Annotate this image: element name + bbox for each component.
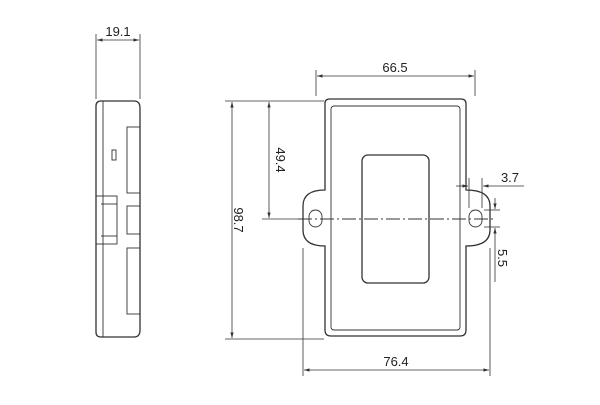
dim-body-width: 66.5	[315, 60, 476, 96]
dim-mount-width-label: 76.4	[383, 354, 408, 369]
side-view-clip	[95, 195, 118, 245]
dim-mount-width: 76.4	[302, 248, 491, 376]
dim-half-height: 49.4	[262, 102, 300, 220]
dim-slot-width: 3.7	[456, 170, 524, 208]
front-view	[298, 98, 493, 337]
dim-slot-width-label: 3.7	[501, 170, 519, 185]
front-view-outline	[302, 98, 491, 337]
display-window	[361, 154, 430, 284]
left-mounting-slot	[308, 209, 323, 228]
dim-body-width-label: 66.5	[382, 60, 407, 75]
front-view-inner-border	[330, 105, 461, 331]
dim-total-height: 98.7	[225, 100, 324, 340]
side-view-outline	[95, 100, 141, 338]
side-view-center-pad	[126, 205, 141, 235]
dim-half-height-label: 49.4	[273, 147, 288, 172]
side-view-notch	[111, 149, 117, 161]
side-view	[95, 100, 141, 338]
dim-side-thickness-label: 19.1	[105, 24, 130, 39]
dim-slot-height: 5.5	[484, 198, 510, 282]
dim-total-height-label: 98.7	[231, 207, 246, 232]
dim-slot-height-label: 5.5	[495, 249, 510, 267]
side-view-lower-pad	[126, 247, 141, 315]
dim-side-thickness: 19.1	[95, 24, 141, 99]
right-mounting-slot	[468, 209, 483, 228]
side-view-upper-pad	[126, 126, 141, 194]
